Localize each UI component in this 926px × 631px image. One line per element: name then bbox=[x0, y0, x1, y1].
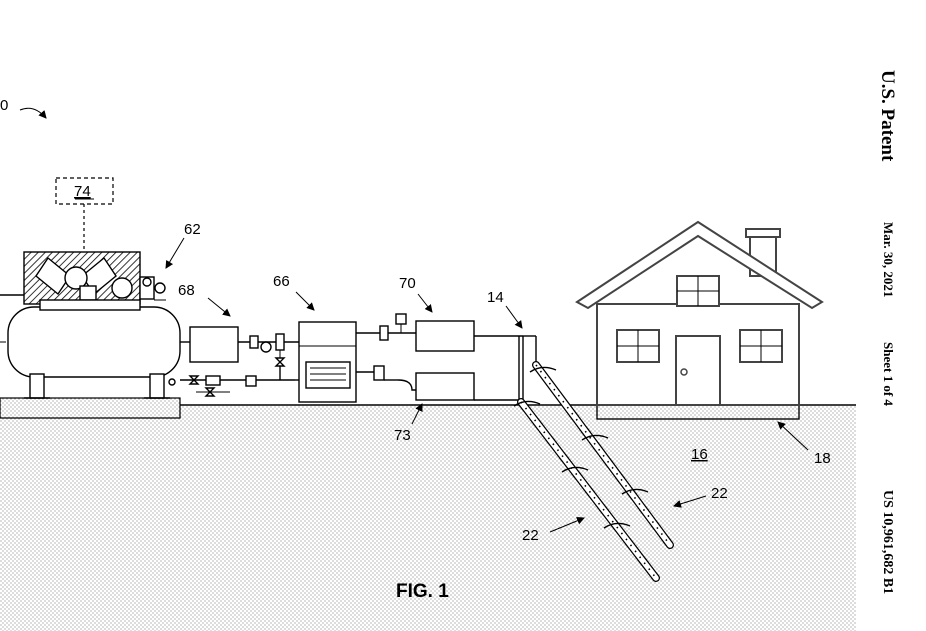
label-house: 18 bbox=[814, 450, 831, 467]
controller-box bbox=[55, 177, 114, 205]
header-date: Mar. 30, 2021 bbox=[881, 222, 896, 297]
label-unit-66: 66 bbox=[273, 273, 290, 290]
house bbox=[575, 220, 824, 420]
label-compressor: 62 bbox=[184, 221, 201, 238]
header-sheet: Sheet 1 of 4 bbox=[881, 342, 896, 406]
label-unit-68: 68 bbox=[178, 282, 195, 299]
header-patent-number: US 10,961,682 B1 bbox=[880, 490, 895, 594]
unit-66-box bbox=[298, 321, 357, 403]
label-injector-right: 22 bbox=[711, 485, 728, 502]
patent-header: U.S. Patent Mar. 30, 2021 Sheet 1 of 4 U… bbox=[877, 70, 898, 594]
leader-lines bbox=[19, 107, 809, 533]
figure-caption: FIG. 1 bbox=[396, 581, 449, 602]
ground bbox=[0, 404, 856, 631]
label-unit-73: 73 bbox=[394, 427, 411, 444]
unit-70-box bbox=[415, 320, 475, 352]
injection-tube-right bbox=[529, 361, 674, 549]
unit-73-box bbox=[415, 372, 475, 401]
label-controller: 74 bbox=[74, 183, 91, 200]
header-publication: U.S. Patent bbox=[877, 70, 898, 162]
unit-68-box bbox=[189, 326, 239, 363]
compressor-assembly bbox=[0, 177, 188, 419]
piping bbox=[168, 313, 537, 401]
label-ground: 16 bbox=[691, 446, 708, 463]
label-injector-left: 22 bbox=[522, 527, 539, 544]
label-unit-70: 70 bbox=[399, 275, 416, 292]
label-line-14: 14 bbox=[487, 289, 504, 306]
injection-tube-left bbox=[513, 398, 660, 582]
label-system: 0 bbox=[0, 97, 8, 114]
